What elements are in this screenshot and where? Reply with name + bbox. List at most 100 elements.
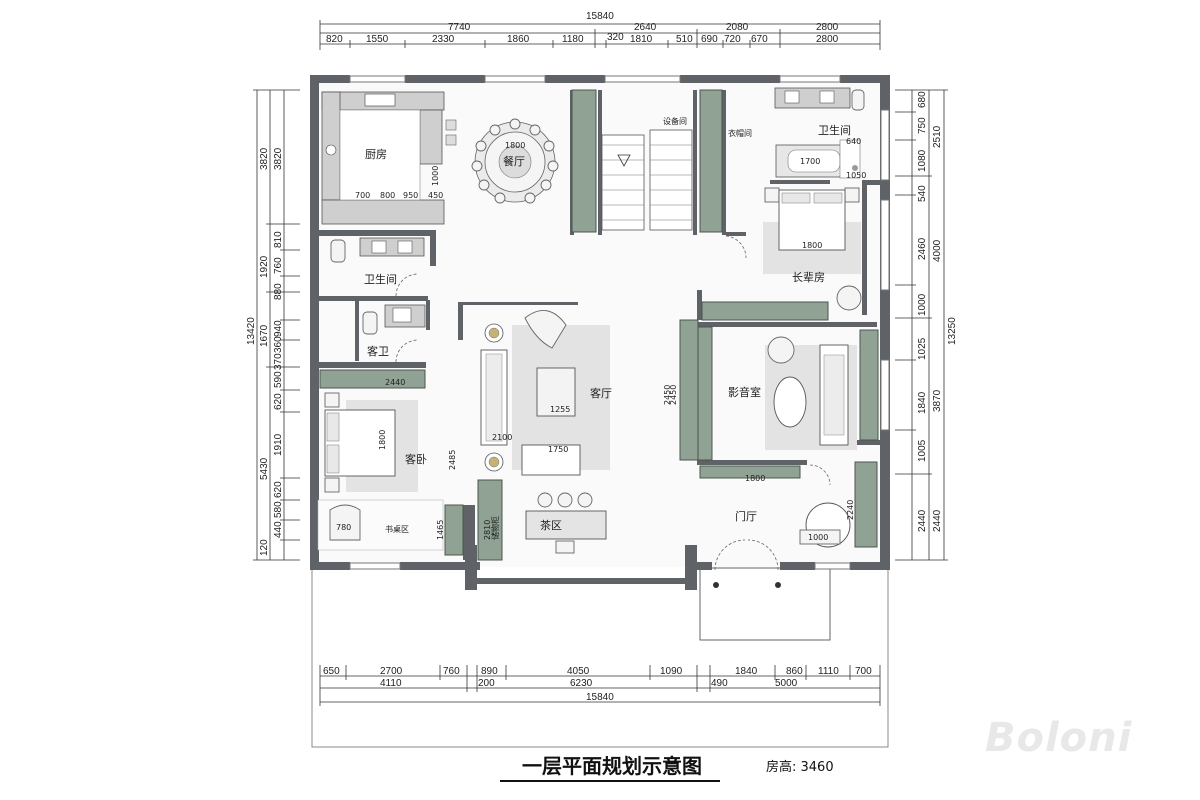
- dim-top-r2-4: 1180: [562, 34, 584, 45]
- dining-table-dim: 1800: [505, 141, 525, 150]
- dim-left-in-7: 590: [273, 371, 284, 388]
- dim-top-r2-1: 1550: [366, 34, 389, 45]
- dim-bot-r2-3: 490: [711, 678, 728, 689]
- kitchen-dim-b: 800: [380, 191, 395, 200]
- dim-left-in-5: 360: [273, 336, 284, 353]
- dim-right-in-8: 1005: [917, 439, 928, 462]
- dim-bot-r2-0: 4110: [380, 678, 402, 689]
- kitchen-dim-d: 450: [428, 191, 443, 200]
- dim-right-mid-0: 2510: [932, 125, 943, 148]
- dim-top-r2-6: 1810: [630, 34, 653, 45]
- dim-top-r2-8: 690: [701, 34, 718, 45]
- left-bath: 卫生间: [330, 237, 425, 297]
- guest-cab-dim: 2440: [385, 378, 405, 387]
- dim-right-in-2: 1080: [917, 149, 928, 172]
- cab-dim-2240: 2240: [846, 500, 855, 520]
- entry-porch: [699, 567, 831, 641]
- dim-top-r1-2: 2080: [726, 22, 749, 33]
- title-underline: [500, 780, 720, 782]
- dim-left-mid-4: 120: [259, 539, 270, 556]
- dim-left-in-1: 810: [273, 231, 284, 248]
- coffee-table: [536, 367, 576, 417]
- brand-watermark: Boloni: [985, 715, 1133, 761]
- bathtub-dim: 1700: [800, 157, 820, 166]
- dim-top-r1-1: 2640: [634, 22, 657, 33]
- kitchen: 700 800 950 450 1000 厨房: [321, 91, 457, 225]
- theater-ottoman: [773, 376, 807, 428]
- dim-right-in-3: 540: [917, 185, 928, 202]
- room-elder: 长辈房: [792, 270, 825, 284]
- elder-room: 1800 长辈房: [725, 187, 862, 311]
- dim-bot-r1-4: 4050: [567, 666, 590, 677]
- guest-bed-dim: 1800: [378, 430, 387, 450]
- dim-right-in-5: 1000: [917, 293, 928, 316]
- dim-top-r1-0: 7740: [448, 22, 471, 33]
- room-bath-left: 卫生间: [364, 272, 397, 286]
- dim-right-in-6: 1025: [917, 337, 928, 360]
- dim-bot-r1-9: 700: [855, 666, 872, 677]
- dim-left-mid-1: 1920: [259, 255, 270, 278]
- dim-bot-r1-8: 1110: [818, 666, 839, 677]
- guest-bedroom: 2440 1800 客卧 780 书桌区 2485 1465: [317, 378, 457, 551]
- dim-bot-r1-3: 890: [481, 666, 498, 677]
- dim-right-in-9: 2440: [917, 509, 928, 532]
- room-bath-master: 卫生间: [818, 123, 851, 137]
- dim-right-mid-1: 4000: [932, 239, 943, 262]
- tea-table: [525, 510, 607, 540]
- dim-top-r2-9: 720: [724, 34, 741, 45]
- dim-left-mid-3: 5430: [259, 457, 270, 480]
- room-guest-bedroom: 客卧: [405, 452, 427, 466]
- room-height-label: 房高: 3460: [766, 760, 834, 775]
- room-kitchen: 厨房: [365, 148, 387, 161]
- foyer: 门厅 1000 2240: [713, 500, 855, 588]
- dim-top-r2-3: 1860: [507, 34, 530, 45]
- dim-bot-r1-0: 650: [323, 666, 340, 677]
- dim-right-mid-2: 3870: [932, 389, 943, 412]
- cab-dim-2450: 2450: [669, 385, 678, 405]
- dim-left-outer: 13420: [246, 317, 257, 345]
- dim-right-in-7: 1840: [917, 391, 928, 414]
- kitchen-dim-e: 1000: [431, 166, 440, 186]
- stairs: 设备间 衣帽间: [601, 116, 752, 231]
- dim-top-r2-2: 2330: [432, 34, 455, 45]
- foyer-dim: 1000: [808, 533, 828, 542]
- kitchen-sink-icon: [364, 93, 396, 107]
- dim-bot-r1-2: 760: [443, 666, 460, 677]
- stair-arrow-icon: [617, 154, 631, 167]
- master-bath: 1700 640 1050 卫生间: [774, 87, 866, 180]
- dim-bot-r1-7: 860: [786, 666, 803, 677]
- room-cabinet-label: 储物柜: [490, 516, 500, 540]
- dim-right-outer: 13250: [947, 317, 958, 345]
- dim-bot-r1-6: 1840: [735, 666, 758, 677]
- room-study-area: 书桌区: [385, 524, 409, 534]
- bath-dim-1050: 1050: [846, 171, 866, 180]
- dim-left-in-8: 620: [273, 393, 284, 410]
- tea-area: 茶区 2810 储物柜: [483, 492, 607, 554]
- tv-cabinet-living: [521, 444, 581, 476]
- dim-bot-r1-5: 1090: [660, 666, 683, 677]
- exterior-walls: [310, 75, 890, 590]
- dim-top-r2-5: 320: [607, 32, 624, 43]
- room-foyer: 门厅: [735, 509, 757, 523]
- stove-icon: [325, 144, 337, 156]
- room-guest-bath: 客卫: [367, 344, 389, 358]
- toilet-icon-2: [330, 239, 346, 263]
- dim-left-mid-2: 1670: [259, 324, 270, 347]
- dim-bot-r2-2: 6230: [570, 678, 593, 689]
- left-dimensions: 13420 3820 1920 1670 5430 120 3820 810 7…: [246, 89, 300, 561]
- dim-top-r2-11: 2800: [816, 34, 839, 45]
- room-tea: 茶区: [540, 519, 562, 532]
- cabinets: [319, 89, 879, 561]
- room-closet: 衣帽间: [728, 128, 752, 138]
- guest-bath: 客卫: [362, 304, 426, 363]
- dim-left-mid-0: 3820: [259, 147, 270, 170]
- dim-left-in-3: 880: [273, 283, 284, 300]
- dining: 1800 餐厅: [471, 118, 559, 204]
- dim-top-total: 15840: [586, 11, 614, 22]
- dim-left-in-4: 940: [273, 320, 284, 337]
- cab-dim-1465: 1465: [436, 520, 445, 540]
- desk-dim: 780: [336, 523, 351, 532]
- dim-left-in-11: 580: [273, 501, 284, 518]
- tv-cabinet-dim: 1750: [548, 445, 568, 454]
